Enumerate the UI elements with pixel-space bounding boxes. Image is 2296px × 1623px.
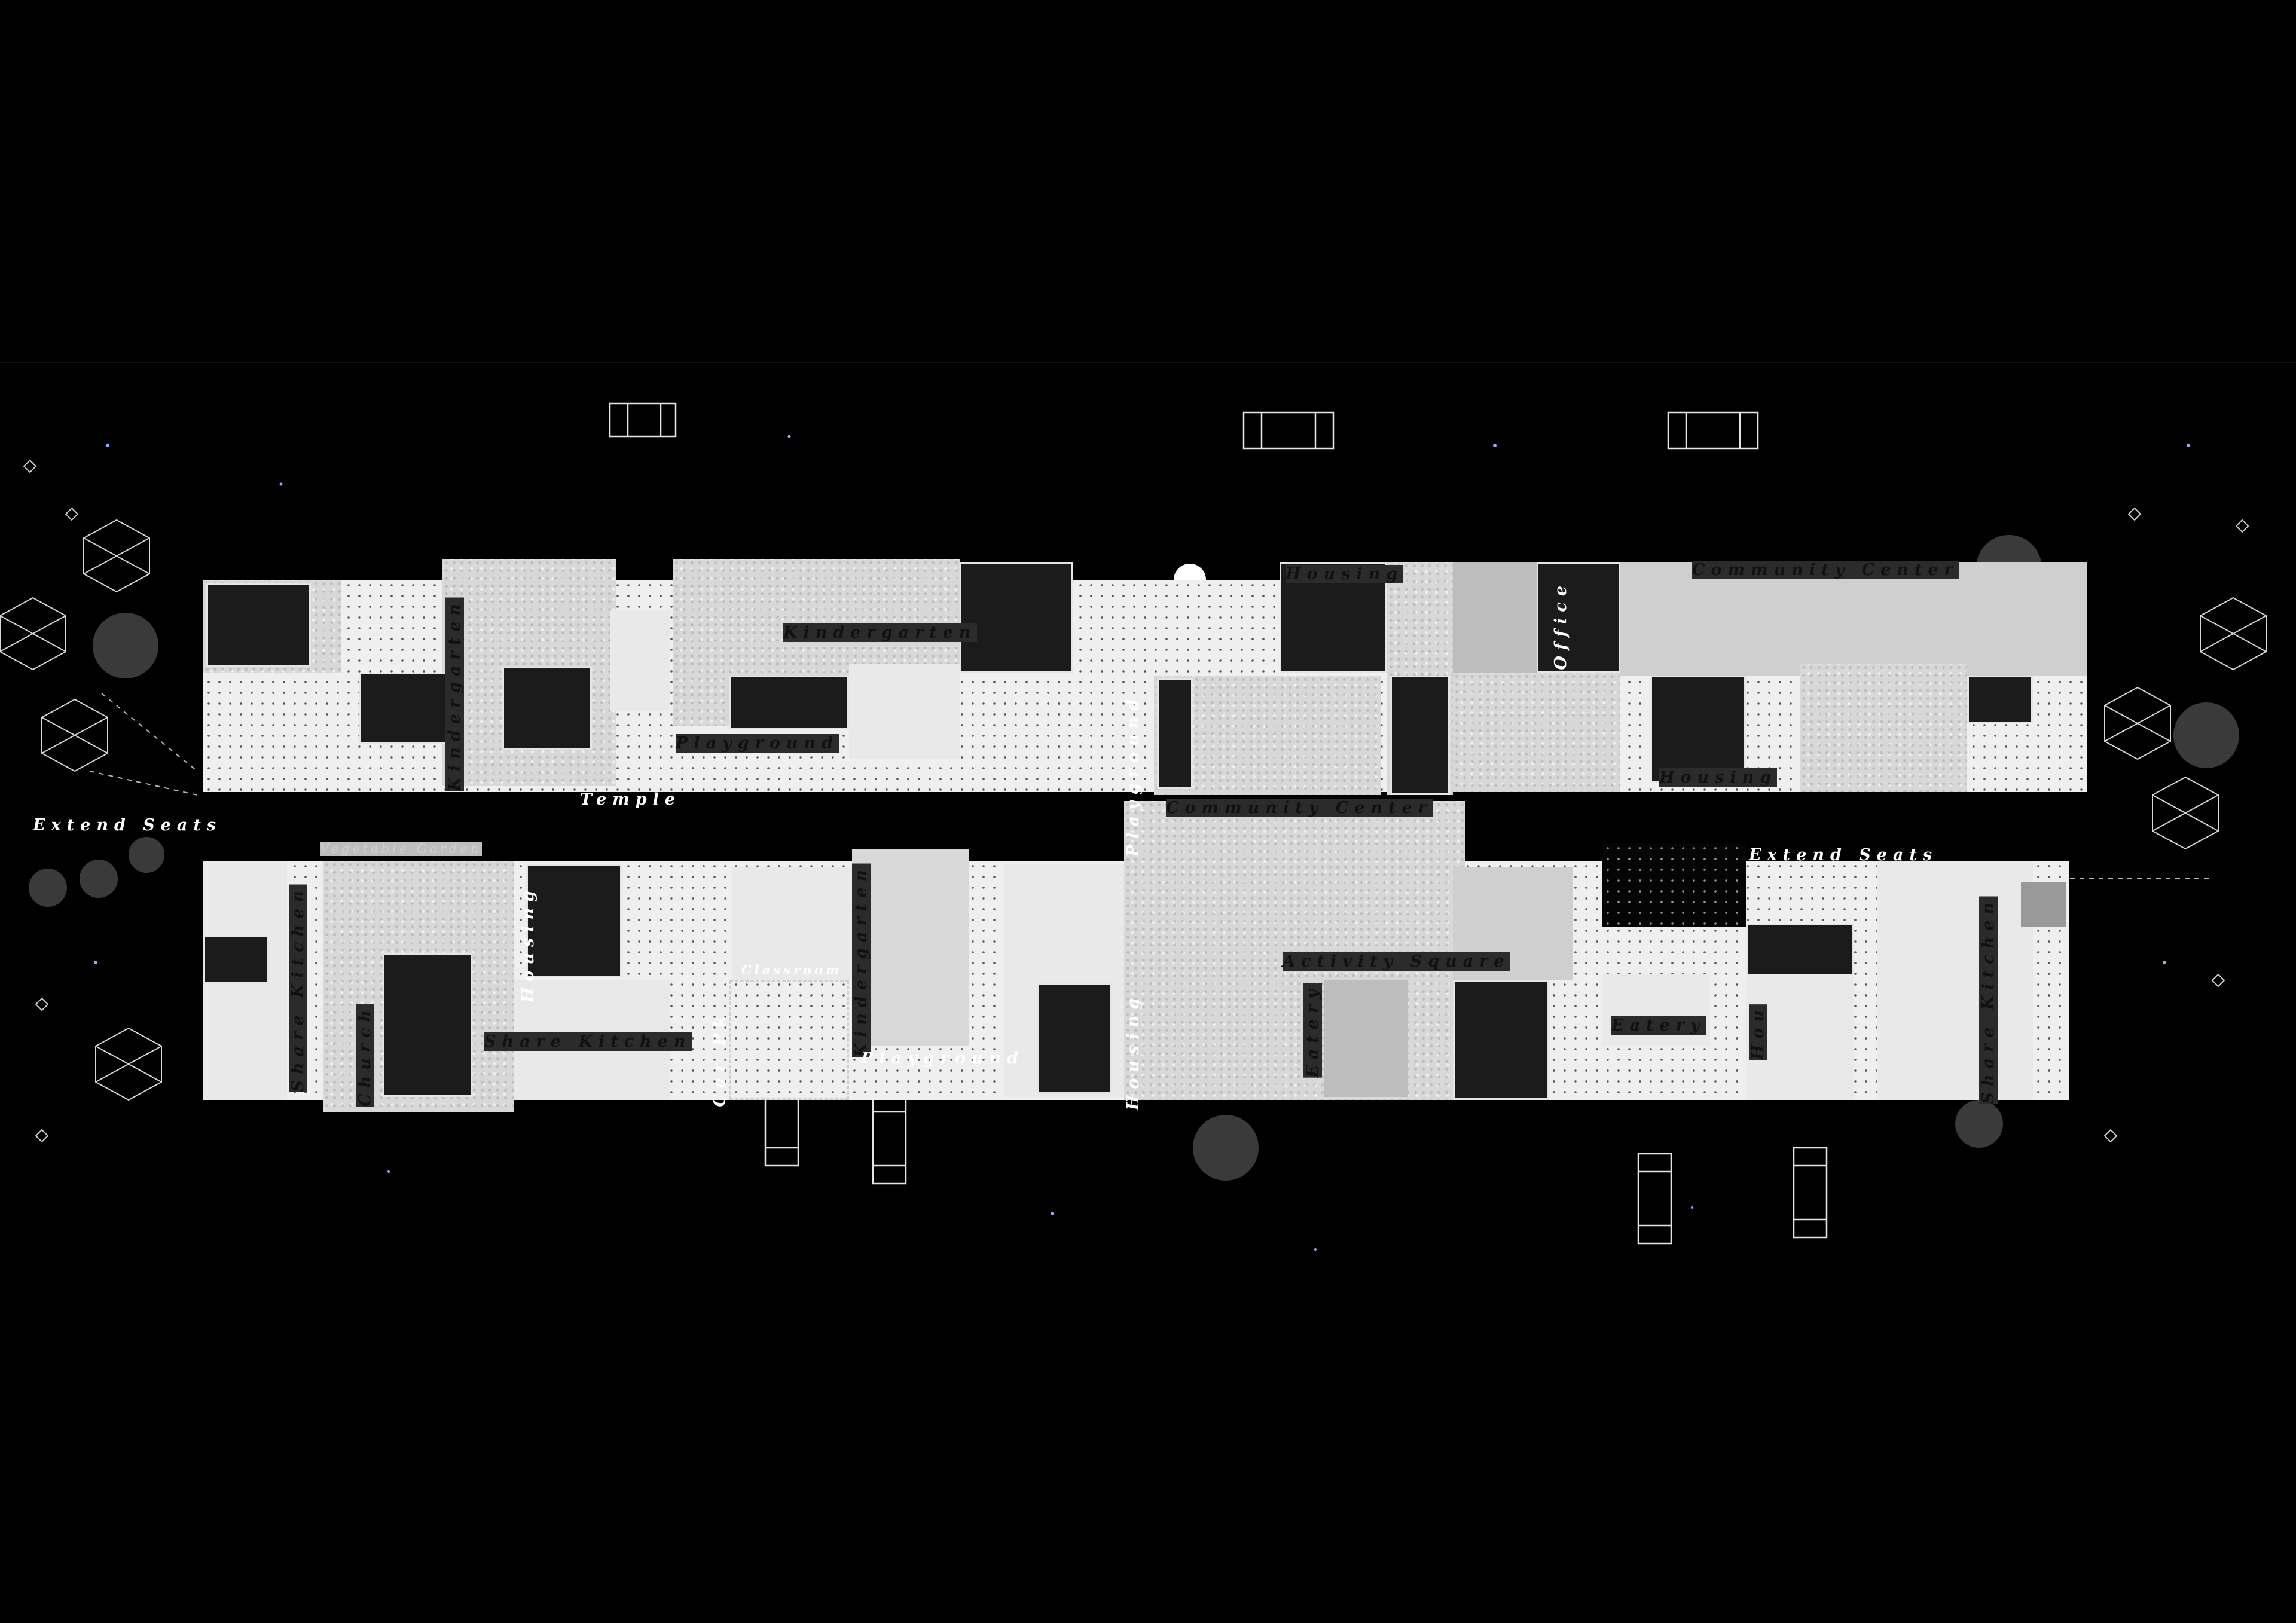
room-dark-top-kg bbox=[960, 562, 1073, 673]
label-housing-top: Housing bbox=[1286, 565, 1404, 583]
room-dark-housing-right bbox=[1650, 676, 1746, 783]
room-classroom bbox=[732, 867, 852, 980]
room-tex-right bbox=[1800, 664, 1967, 792]
room-kindergarten-class bbox=[849, 664, 960, 759]
room-activity-square bbox=[1124, 801, 1465, 1100]
horizon-line bbox=[0, 362, 2296, 363]
room-housing-right-dark bbox=[1746, 924, 1854, 977]
label-kindergarten-partial: Kindergarten bbox=[445, 598, 464, 791]
label-community-center-top: Community Center bbox=[1692, 561, 1959, 579]
room-dark-left bbox=[206, 583, 311, 667]
label-office: Office bbox=[1552, 580, 1570, 670]
label-classroom: Classroom bbox=[741, 962, 842, 977]
room-black-court bbox=[1390, 676, 1450, 795]
room-share-kitchen-right bbox=[1877, 861, 2033, 1100]
label-playground-top: Playground bbox=[676, 734, 839, 753]
room-dark-bedroom bbox=[359, 673, 448, 744]
room-housing-dark bbox=[1037, 983, 1112, 1094]
room-office-grey bbox=[1453, 562, 1537, 673]
label-eatery-vertical: Eatery bbox=[1303, 983, 1322, 1078]
label-kindergarten-vertical: Kindergarten bbox=[852, 864, 871, 1057]
room-dark-right-end bbox=[1967, 676, 2033, 723]
label-church: Church bbox=[356, 1004, 374, 1107]
label-share-kitchen-center: Share Kitchen bbox=[484, 1032, 692, 1051]
label-housing-right: Housing bbox=[1659, 768, 1778, 787]
room-dark-stair bbox=[1157, 678, 1193, 789]
room-grey-square bbox=[2021, 882, 2066, 927]
room-housing-left bbox=[526, 864, 622, 977]
label-temple: Temple bbox=[580, 790, 682, 809]
label-extend-seats-left: Extend Seats bbox=[33, 816, 222, 835]
label-share-kitchen-right: Share Kitchen bbox=[1979, 897, 1998, 1104]
label-community-center-middle: Community Center bbox=[1166, 799, 1433, 817]
car-park-zone bbox=[729, 980, 849, 1100]
label-housing-left-vertical: Housing bbox=[519, 885, 538, 1003]
label-eatery: Eatery bbox=[1611, 1016, 1706, 1035]
room-church bbox=[383, 953, 472, 1097]
label-extend-seats-right: Extend Seats bbox=[1749, 846, 1938, 864]
room-kindergarten-bottom bbox=[852, 849, 969, 1046]
room-tex-mid bbox=[1453, 673, 1620, 792]
room-eatery bbox=[1602, 974, 1710, 1046]
label-activity-square: Activity Square bbox=[1283, 952, 1510, 971]
room-dark-kitchen-left bbox=[203, 936, 269, 983]
label-playground-bottom: Playground bbox=[861, 1049, 1024, 1068]
label-playground-vertical: Playground bbox=[1124, 693, 1143, 857]
room-extend-seats-black bbox=[1602, 843, 1746, 927]
label-kindergarten-top: Kindergarten bbox=[783, 623, 977, 642]
room-community-center bbox=[1620, 562, 2087, 676]
label-share-kitchen-left: Share Kitchen bbox=[289, 885, 307, 1092]
label-car-park: Car Pk bbox=[710, 1010, 729, 1107]
label-vegetable-garden: Vegetable Garden bbox=[320, 842, 482, 856]
room-office bbox=[1537, 562, 1620, 673]
room-eatery-vertical bbox=[1324, 980, 1408, 1097]
room-dark-hall bbox=[502, 667, 592, 750]
room-small-kitchen bbox=[610, 610, 670, 711]
label-housing-center-vertical: Housing bbox=[1124, 992, 1143, 1111]
label-housing-right-vertical: Hou bbox=[1749, 1004, 1767, 1060]
room-dark-bay bbox=[1453, 980, 1549, 1100]
room-dark-corridor bbox=[729, 676, 849, 729]
